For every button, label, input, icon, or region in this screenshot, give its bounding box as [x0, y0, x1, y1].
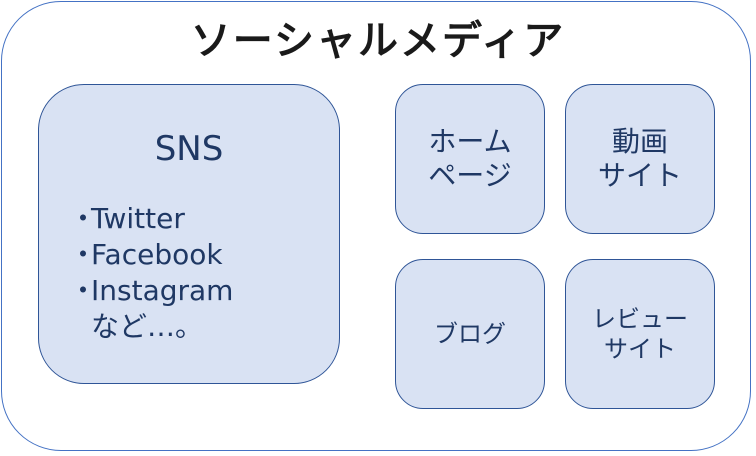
homepage-line2: ページ: [428, 159, 512, 192]
bullet-icon: ・: [69, 274, 98, 307]
sns-list: ・Twitter ・Facebook ・Instagram など…。: [69, 201, 233, 345]
sns-item-facebook: Facebook: [91, 238, 223, 271]
video-line2: サイト: [597, 159, 682, 192]
video-site-box: 動画 サイト: [565, 84, 715, 234]
sns-heading: SNS: [154, 129, 224, 169]
homepage-box: ホーム ページ: [395, 84, 545, 234]
list-item: ・Instagram: [69, 273, 233, 309]
sns-item-instagram: Instagram: [91, 274, 234, 307]
review-line2: サイト: [604, 335, 676, 363]
blog-line1: ブログ: [434, 320, 506, 348]
video-line1: 動画: [611, 125, 668, 158]
blog-box: ブログ: [395, 259, 545, 409]
sns-item-twitter: Twitter: [91, 202, 185, 235]
homepage-line1: ホーム: [428, 125, 512, 158]
review-line1: レビュー: [592, 305, 688, 333]
sns-box: SNS ・Twitter ・Facebook ・Instagram など…。: [38, 84, 340, 384]
list-item: ・Twitter: [69, 201, 233, 237]
bullet-icon: ・: [69, 238, 98, 271]
review-site-box: レビュー サイト: [565, 259, 715, 409]
sns-etc: など…。: [91, 310, 204, 343]
diagram-title: ソーシャルメディア: [190, 18, 566, 64]
list-item: ・Facebook: [69, 237, 233, 273]
bullet-icon: ・: [69, 202, 98, 235]
